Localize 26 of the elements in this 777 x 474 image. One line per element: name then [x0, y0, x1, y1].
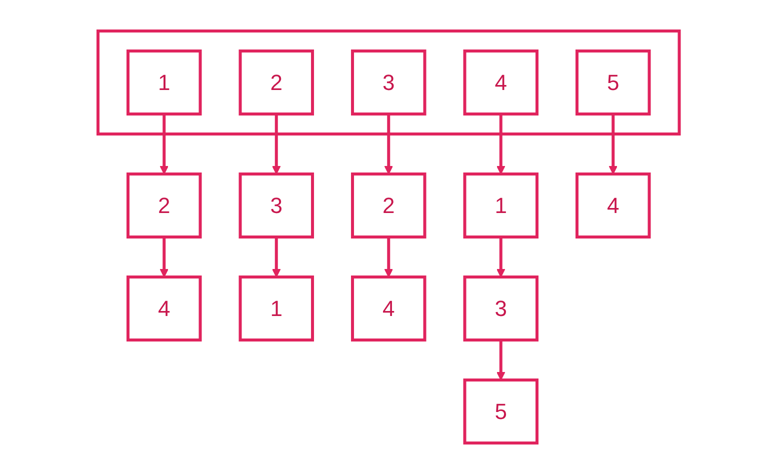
arrow — [496, 340, 506, 380]
arrow — [272, 114, 281, 174]
node-box: 2 — [238, 50, 314, 116]
node-box: 1 — [126, 50, 202, 116]
node-box: 4 — [463, 50, 538, 116]
node-box: 2 — [350, 172, 426, 238]
node-box: 5 — [463, 378, 538, 444]
arrow — [608, 114, 618, 174]
node-box: 3 — [238, 172, 314, 238]
node-box: 1 — [463, 172, 538, 238]
node-box: 4 — [575, 172, 651, 238]
arrow — [384, 237, 393, 278]
node-box: 4 — [126, 276, 202, 342]
arrow — [496, 237, 506, 278]
arrow — [496, 114, 506, 174]
arrow — [160, 237, 168, 278]
node-box: 2 — [126, 172, 202, 238]
arrow — [272, 237, 281, 278]
arrow — [384, 114, 393, 174]
node-box: 4 — [350, 276, 426, 342]
cluster — [96, 30, 681, 136]
node-box: 3 — [350, 50, 426, 116]
node-box: 3 — [463, 276, 538, 342]
node-box: 1 — [238, 276, 314, 342]
node-box: 5 — [575, 50, 651, 116]
arrow — [160, 114, 168, 174]
